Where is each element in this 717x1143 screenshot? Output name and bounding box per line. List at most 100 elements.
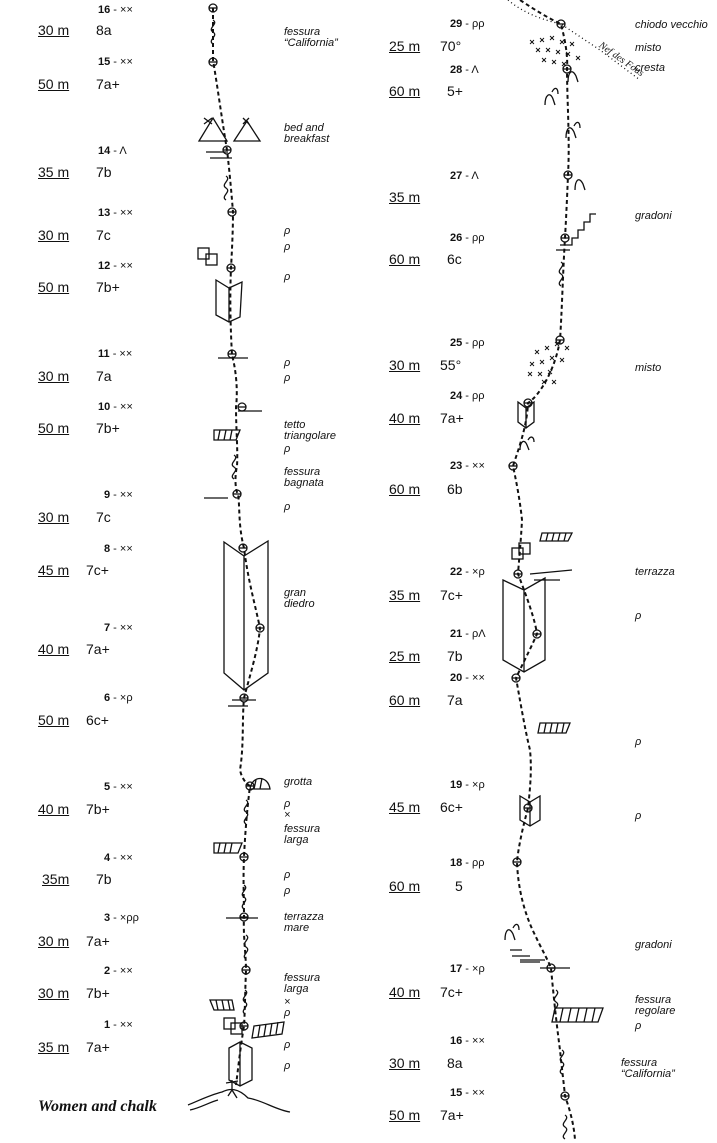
pitch-7-number: 7 - ×× (104, 622, 133, 634)
pitch-6-grade: 6c+ (86, 712, 109, 728)
pitch-27-length: 35 m (389, 189, 421, 205)
label-fessura-larga-5: fessura larga (284, 823, 321, 846)
label-p11a: ρ (284, 357, 291, 369)
hatch-4-icon (213, 842, 243, 854)
label-p13b: ρ (284, 241, 291, 253)
pitch-25-number: 25 - ρρ (450, 337, 485, 349)
hatch-2-icon (209, 999, 235, 1011)
pitch-19-length: 45 m (389, 799, 421, 815)
ledges (204, 151, 573, 969)
pitch-9-number: 9 - ×× (104, 489, 133, 501)
pitch-3-length: 30 m (38, 933, 70, 949)
pitch-5-length: 40 m (38, 801, 70, 817)
pitch-23-number: 23 - ×× (450, 460, 485, 472)
pitch-15-right-length: 50 m (389, 1107, 421, 1123)
pitch-24-number: 24 - ρρ (450, 390, 485, 402)
pitch-29-grade: 70° (440, 38, 462, 54)
pitch-7-length: 40 m (38, 641, 70, 657)
pitch-18-grade: 5 (455, 878, 463, 894)
left-route-line (212, 8, 262, 1086)
label-cresta: cresta (635, 62, 665, 74)
label-terrazza: terrazza (635, 566, 675, 578)
pitch-9-grade: 7c (96, 509, 111, 525)
label-fessura-larga-2: fessura larga (284, 972, 321, 995)
pitch-1-length: 35 m (38, 1039, 70, 1055)
pitch-2-grade: 7b+ (86, 985, 110, 1001)
label-p2: ρ (284, 1007, 291, 1019)
pitch-25-grade: 55° (440, 357, 462, 373)
pitch-7-grade: 7a+ (86, 641, 110, 657)
label-terrazza-mare: terrazza mare (284, 911, 324, 934)
pitch-15-left-length: 50 m (38, 76, 70, 92)
pitch-15-right-grade: 7a+ (440, 1107, 464, 1123)
pitch-15-right-number: 15 - ×× (450, 1087, 485, 1099)
pitch-3-number: 3 - ×ρρ (104, 912, 139, 924)
pitch-17-length: 40 m (389, 984, 421, 1000)
pitch-16-left-grade: 8a (96, 22, 112, 38)
pitch-12-number: 12 - ×× (98, 260, 133, 272)
label-p19: ρ (635, 810, 642, 822)
label-p5a: ρ (284, 798, 291, 810)
pitch-28-length: 60 m (389, 83, 421, 99)
grotto-icon (249, 777, 271, 790)
pitch-16-right-grade: 8a (447, 1055, 463, 1071)
pitch-25-length: 30 m (389, 357, 421, 373)
label-p4a: ρ (284, 869, 291, 881)
pitch-2-length: 30 m (38, 985, 70, 1001)
label-gran-diedro: gran diedro (284, 587, 315, 610)
roof-icon (213, 429, 241, 441)
pitch-18-number: 18 - ρρ (450, 857, 485, 869)
pitch-23-length: 60 m (389, 481, 421, 497)
hatch-17-icon (551, 1007, 604, 1023)
pitch-16-left-number: 16 - ×× (98, 4, 133, 16)
pitch-15-left-number: 15 - ×× (98, 56, 133, 68)
label-grotta: grotta (284, 776, 313, 788)
left-belays (208, 3, 265, 1031)
gradoni-bottom-icon (504, 923, 540, 963)
pitch-28-grade: 5+ (447, 83, 463, 99)
gran-diedro-icon (223, 539, 269, 691)
label-p9: ρ (284, 501, 291, 513)
pitch-6-number: 6 - ×ρ (104, 692, 133, 704)
label-tetto-triangolare: tetto triangolare (284, 419, 336, 442)
pitch-22-length: 35 m (389, 587, 421, 603)
pitch-12-grade: 7b+ (96, 279, 120, 295)
pitch-1-number: 1 - ×× (104, 1019, 133, 1031)
label-p20: ρ (635, 736, 642, 748)
pitch-24-length: 40 m (389, 410, 421, 426)
pitch-26-length: 60 m (389, 251, 421, 267)
pitch-21-length: 25 m (389, 648, 421, 664)
pitch-20-number: 20 - ×× (450, 672, 485, 684)
pitch-13-number: 13 - ×× (98, 207, 133, 219)
dihedral-19-icon (519, 794, 541, 827)
label-bed-and-breakfast: bed and breakfast (284, 122, 330, 145)
pitch-19-grade: 6c+ (440, 799, 463, 815)
pitch-13-grade: 7c (96, 227, 111, 243)
approach-line (507, 0, 641, 81)
label-fessura-bagnata: fessura bagnata (284, 466, 324, 489)
bivy-tents-icon (197, 116, 262, 142)
label-p17: ρ (635, 1020, 642, 1032)
pitch-16-left-length: 30 m (38, 22, 70, 38)
ground-base (187, 1088, 291, 1113)
pitch-14-grade: 7b (96, 164, 112, 180)
climber-icon (225, 1080, 239, 1099)
gradoni-top-icon (556, 213, 596, 251)
pitch-4-grade: 7b (96, 871, 112, 887)
pitch-10-length: 50 m (38, 420, 70, 436)
pitch-26-grade: 6c (447, 251, 462, 267)
label-p1a: ρ (284, 1039, 291, 1051)
pitch-23-grade: 6b (447, 481, 463, 497)
pitch-5-grade: 7b+ (86, 801, 110, 817)
pitch-10-number: 10 - ×× (98, 401, 133, 413)
dihedral-12-icon (215, 278, 243, 323)
pitch-10-grade: 7b+ (96, 420, 120, 436)
right-belays (508, 19, 573, 1101)
pitch-11-number: 11 - ×× (98, 348, 133, 360)
label-p10: ρ (284, 443, 291, 455)
pitch-9-length: 30 m (38, 509, 70, 525)
base-dihedral-icon (228, 1041, 253, 1087)
pitch-18-length: 60 m (389, 878, 421, 894)
crack-squiggles-left (210, 19, 249, 1015)
pitch-11-length: 30 m (38, 368, 70, 384)
